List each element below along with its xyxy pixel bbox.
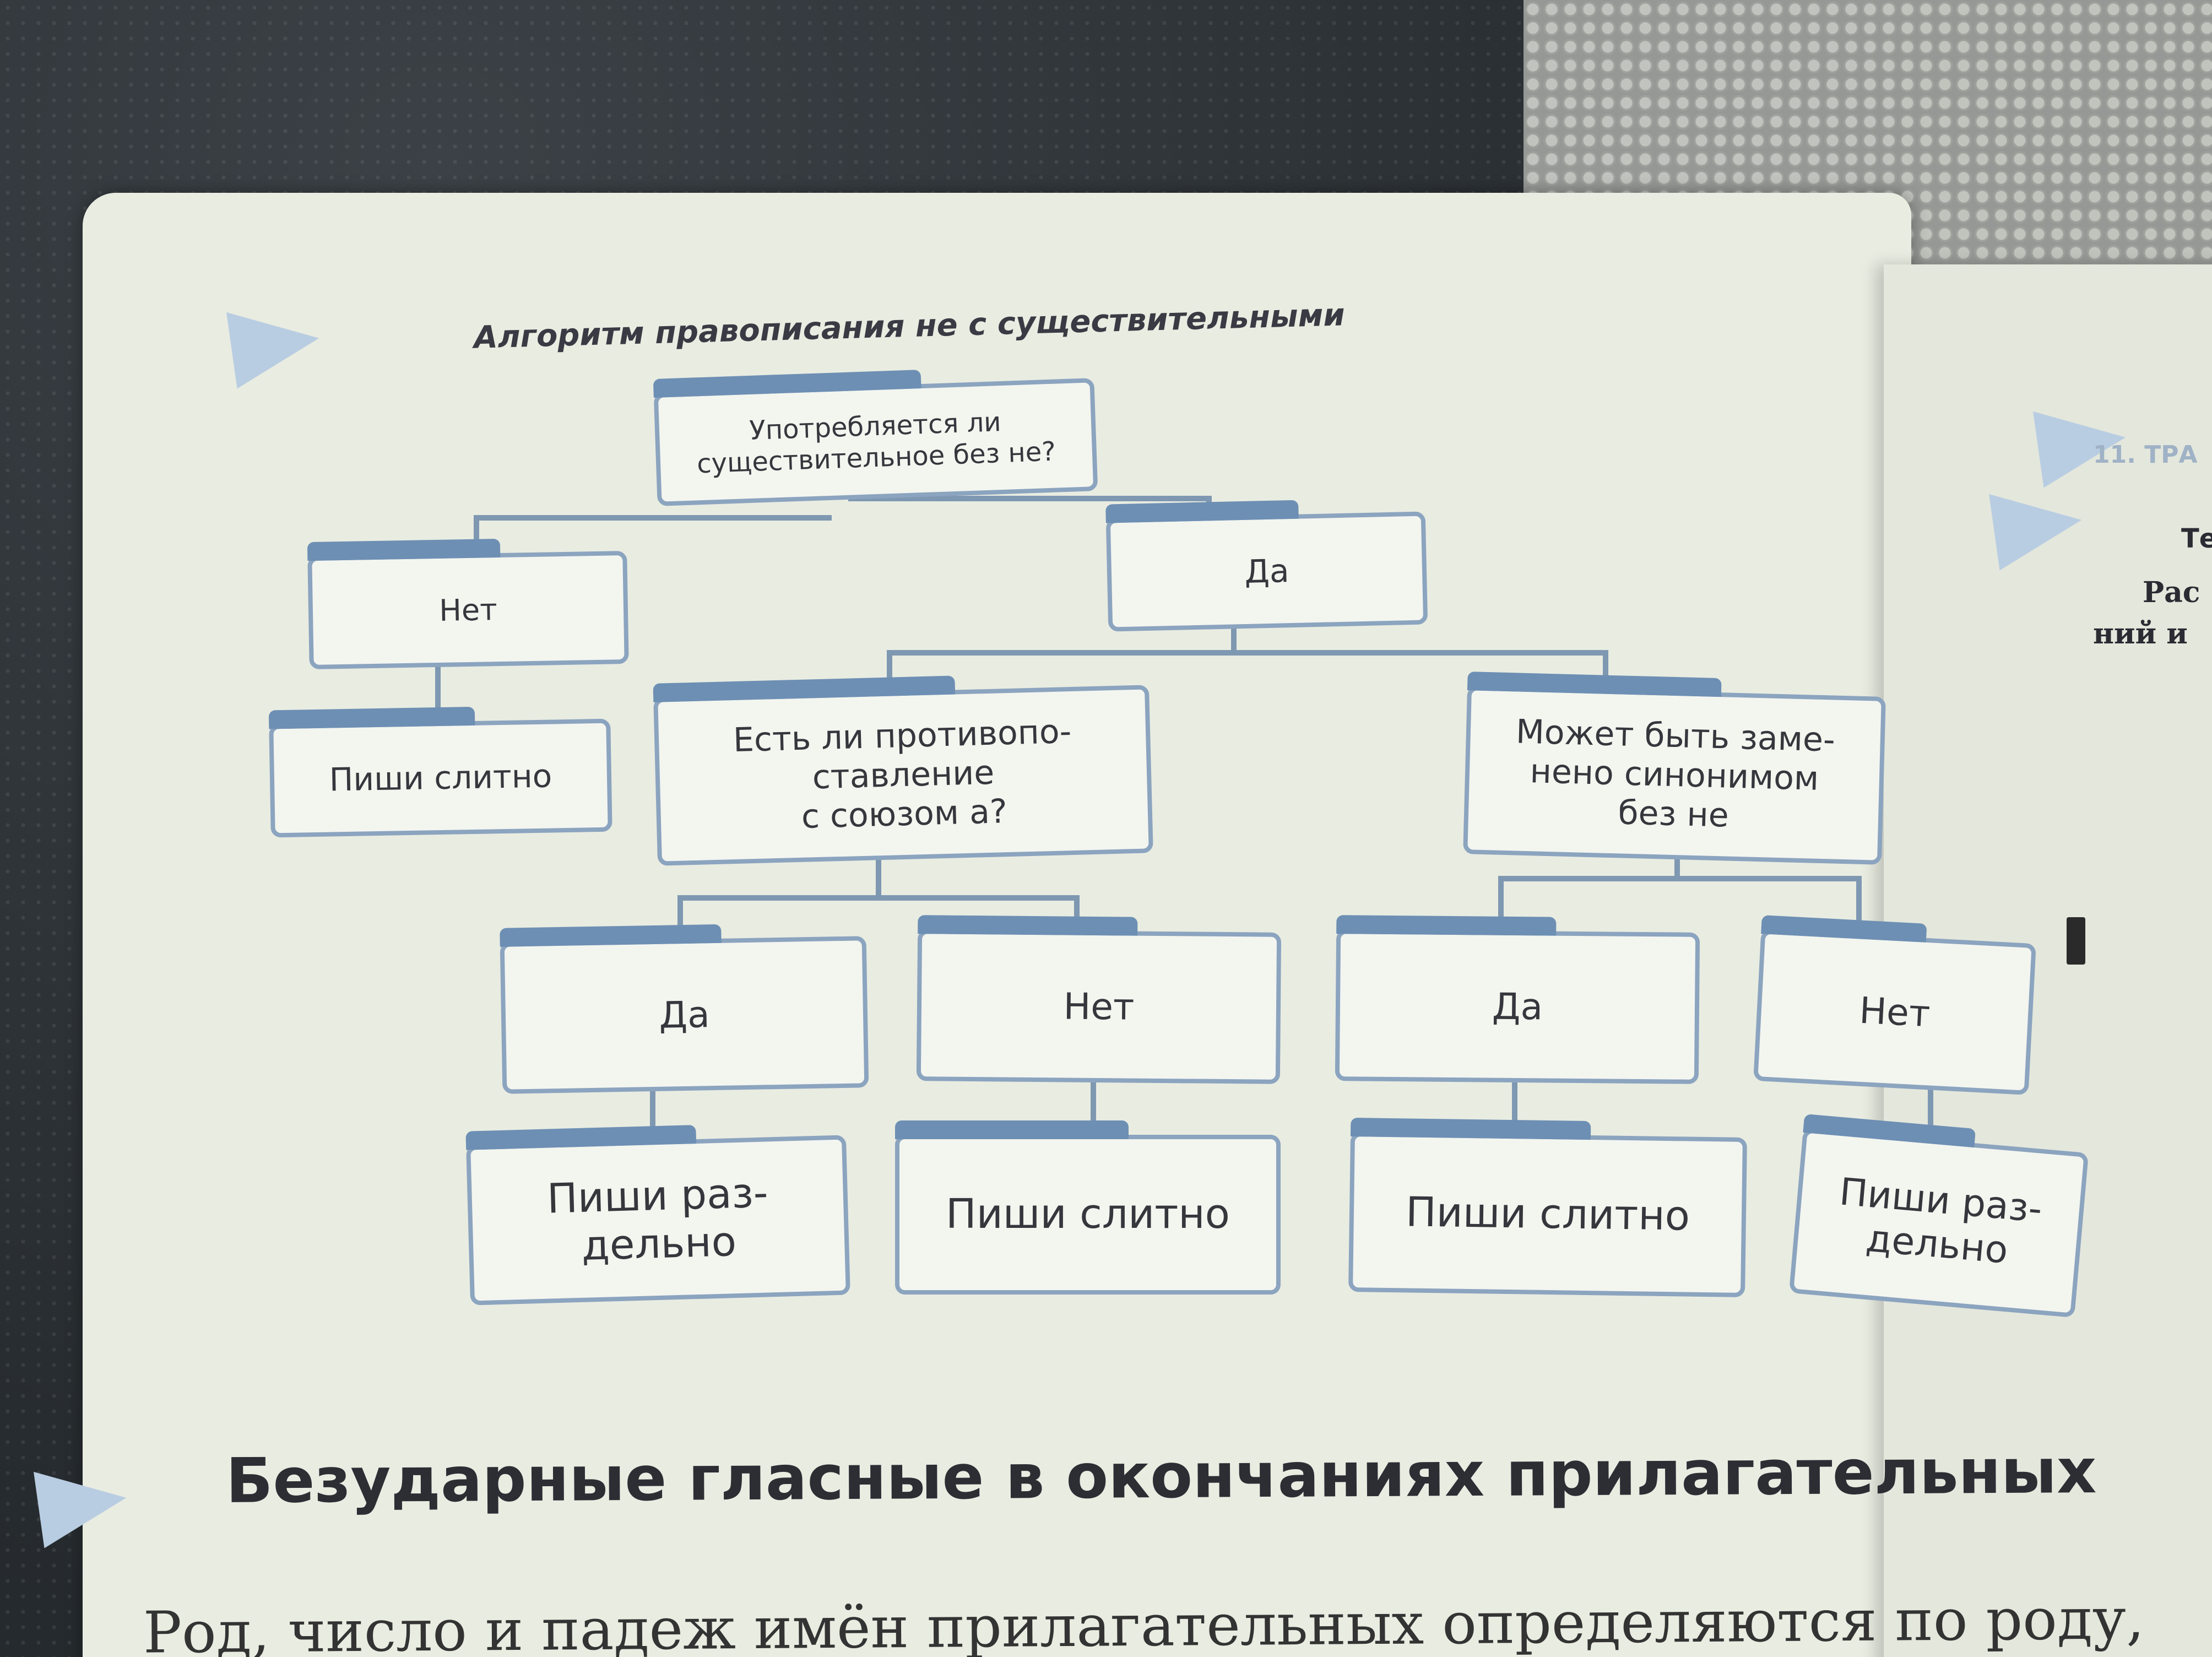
left-yes-result-node: Пиши раз- дельно [466, 1135, 850, 1306]
connector [1928, 1088, 1933, 1140]
root-question-node: Употребляется ли существительное без не? [653, 378, 1098, 506]
left-yes-result-text: Пиши раз- дельно [546, 1169, 769, 1270]
right-page-text-3: Рас [2143, 576, 2200, 609]
connector [876, 859, 881, 895]
right-yes-result-node: Пиши слитно [1348, 1131, 1747, 1298]
connector [1674, 859, 1680, 876]
connector [1498, 876, 1504, 931]
connector [1231, 628, 1237, 650]
root-yes-node: Да [1105, 511, 1428, 632]
left-yes-node: Да [500, 936, 869, 1094]
left-question-text: Есть ли противопо- ставление с союзом а? [733, 712, 1072, 836]
right-page-text-4: ний и [2093, 617, 2188, 651]
left-no-node: Нет [916, 929, 1282, 1084]
root-no-result-node: Пиши слитно [269, 718, 612, 838]
right-no-text: Нет [1858, 989, 1932, 1035]
root-no-node: Нет [307, 550, 629, 670]
left-yes-text: Да [658, 993, 711, 1037]
connector [650, 1091, 655, 1140]
root-no-result-text: Пиши слитно [329, 757, 552, 799]
right-yes-text: Да [1492, 985, 1543, 1028]
right-question-node: Может быть заме- нено синонимом без не [1463, 686, 1886, 865]
right-yes-node: Да [1335, 929, 1700, 1084]
root-yes-text: Да [1244, 552, 1290, 591]
left-no-result-node: Пиши слитно [895, 1120, 1281, 1295]
section-heading: Безударные гласные в окончаниях прилагат… [225, 1436, 2097, 1517]
left-no-text: Нет [1063, 985, 1135, 1028]
connector [1512, 1082, 1517, 1135]
connector [435, 667, 441, 722]
right-yes-result-text: Пиши слитно [1405, 1188, 1690, 1240]
connector [887, 650, 892, 693]
connector [677, 895, 683, 940]
connector [474, 515, 479, 554]
right-question-text: Может быть заме- нено синонимом без не [1515, 712, 1836, 835]
right-no-node: Нет [1753, 929, 2036, 1095]
connector [1603, 650, 1608, 693]
root-no-text: Нет [438, 592, 498, 628]
connector [848, 496, 1206, 501]
connector [1856, 876, 1862, 936]
right-no-result-text: Пиши раз- дельно [1837, 1169, 2044, 1272]
right-page-text-1: 11. ТРА [2093, 441, 2198, 469]
connector [677, 895, 1074, 901]
connector [1091, 1082, 1096, 1135]
connector [887, 650, 1603, 656]
right-page-text-2: Те [2181, 523, 2212, 554]
connector [474, 515, 832, 521]
right-no-result-node: Пиши раз- дельно [1788, 1128, 2089, 1318]
root-question-text: Употребляется ли существительное без не? [696, 406, 1056, 479]
connector [1498, 876, 1856, 881]
connector [1074, 895, 1080, 934]
left-no-result-text: Пиши слитно [946, 1190, 1230, 1238]
left-question-node: Есть ли противопо- ставление с союзом а? [653, 685, 1153, 866]
binder-clip-icon [2067, 917, 2085, 965]
